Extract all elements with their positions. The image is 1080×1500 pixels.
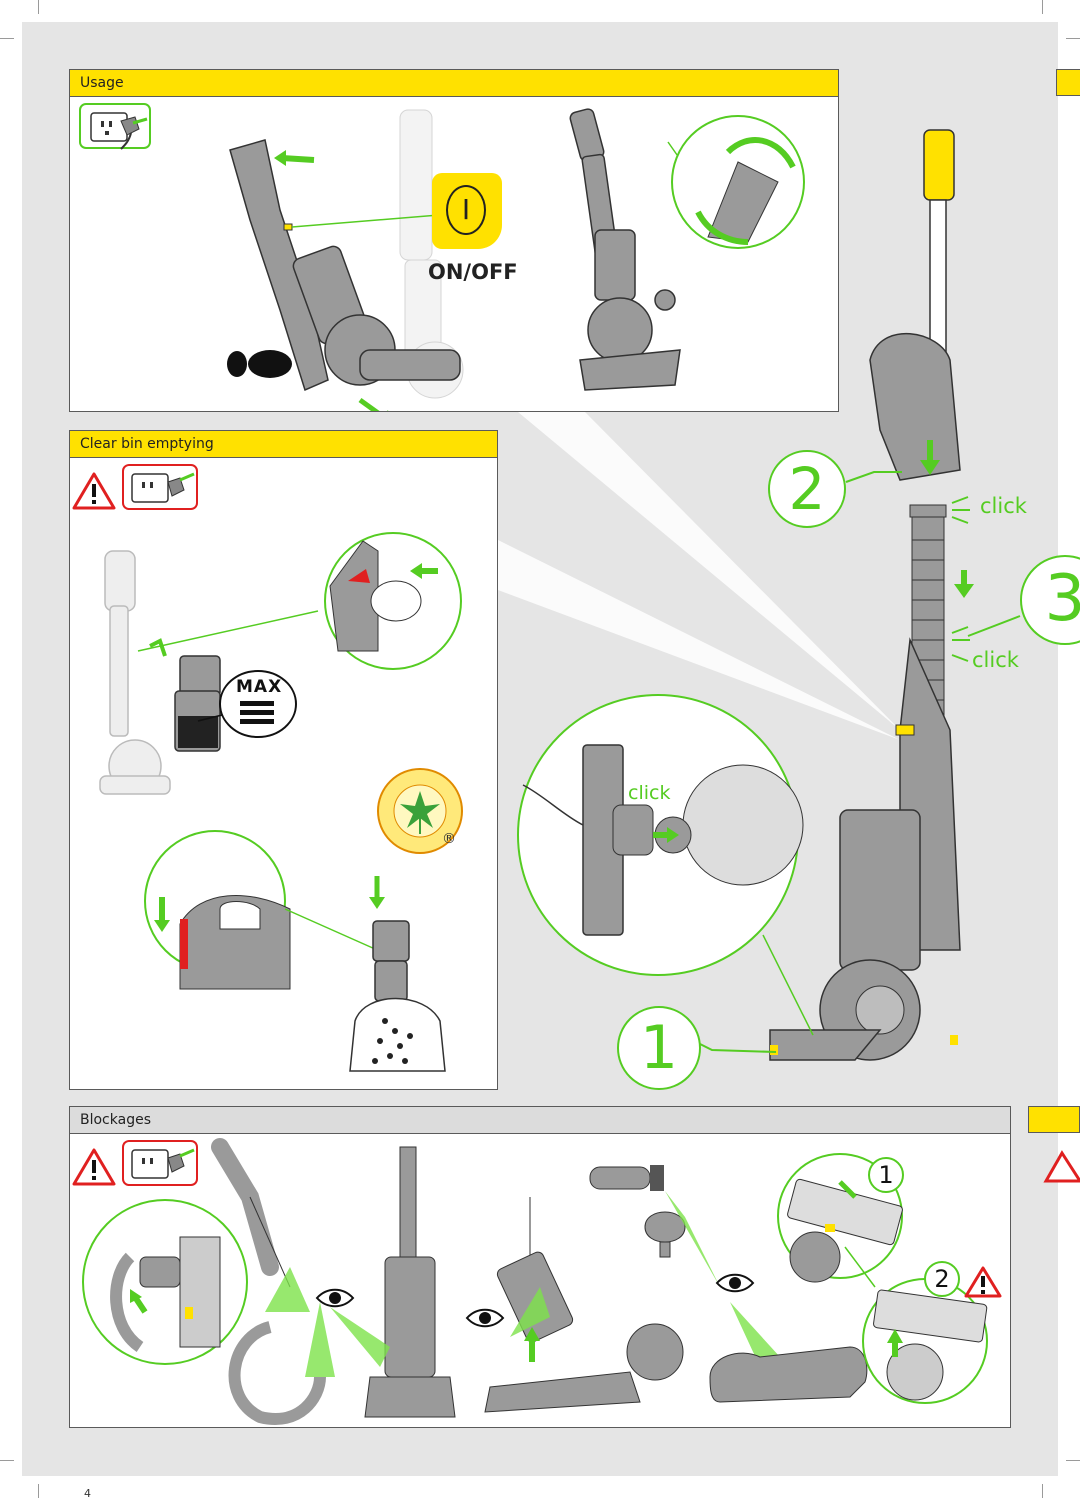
usage-header: Usage <box>70 70 838 97</box>
crop-mark <box>1066 1460 1080 1461</box>
crop-mark <box>1066 38 1080 39</box>
page-number: 4 <box>84 1487 91 1500</box>
blockages-title: Blockages <box>80 1112 151 1128</box>
cleaner-head-illustration <box>709 1302 868 1403</box>
bin-release-zoom <box>137 532 462 670</box>
bin-handle-zoom <box>144 830 376 990</box>
eye-icon <box>715 1273 755 1293</box>
warning-icon <box>72 472 116 510</box>
crop-mark <box>1042 0 1043 14</box>
wand-assembly-illustration <box>769 129 974 1061</box>
click-indicator-middle <box>951 626 970 662</box>
crop-mark <box>38 1484 39 1498</box>
bin-header: Clear bin emptying <box>70 431 497 458</box>
bin-title: Clear bin emptying <box>80 436 214 452</box>
vacuum-body-illustration <box>330 1146 456 1418</box>
warning-icon <box>72 1148 116 1186</box>
foot-icon <box>227 350 292 378</box>
hose-blockage-zoom <box>82 1199 248 1365</box>
crop-mark <box>0 38 14 39</box>
step-one-connector <box>699 1043 777 1053</box>
usage-panel: Usage <box>69 69 839 412</box>
plug-in-icon <box>79 103 151 150</box>
airway-blockage-illustration <box>484 1197 684 1413</box>
next-page-header-fragment <box>1028 1106 1080 1133</box>
blockages-header: Blockages <box>70 1107 1010 1134</box>
vacuum-recline-illustration <box>229 109 501 411</box>
brushbar-zoom-two <box>844 1246 988 1404</box>
click-label-tool: click <box>628 782 671 804</box>
usage-title: Usage <box>80 75 124 91</box>
vacuum-upright-illustration <box>569 108 681 391</box>
max-label: MAX <box>236 677 283 697</box>
tools-illustration <box>589 1165 720 1287</box>
handle-rotate-zoom <box>667 115 805 249</box>
click-label-middle: click <box>972 648 1019 672</box>
cleaner-head-zoom <box>517 694 814 1036</box>
click-indicator-top <box>951 496 970 524</box>
warning-icon <box>964 1266 1002 1298</box>
crop-mark <box>38 0 39 14</box>
registered-mark: ® <box>442 831 456 847</box>
unplug-icon <box>122 1140 198 1186</box>
wand-hose-illustration <box>211 1138 335 1425</box>
crop-mark <box>1042 1484 1043 1498</box>
click-label-top: click <box>980 494 1027 518</box>
vacuum-faded-illustration <box>99 550 171 795</box>
step-two-connector <box>845 471 902 483</box>
step-one-marker: 1 <box>617 1006 701 1090</box>
blockages-panel: Blockages <box>69 1106 1011 1428</box>
bin-panel: Clear bin emptying <box>69 430 498 1090</box>
bin-removed-illustration <box>149 638 221 752</box>
eye-icon <box>315 1288 355 1308</box>
step-three-connector <box>967 615 1021 637</box>
step-two-marker: 2 <box>768 450 846 528</box>
unplug-icon <box>122 464 198 510</box>
next-page-header-fragment <box>1056 69 1080 96</box>
warning-icon-fragment <box>1043 1150 1080 1183</box>
on-off-label: ON/OFF <box>428 260 518 284</box>
bin-emptying-illustration <box>349 876 446 1072</box>
blockage-step-one: 1 <box>868 1157 904 1193</box>
power-symbol: I <box>446 185 486 235</box>
blockage-step-two: 2 <box>924 1261 960 1297</box>
eye-icon <box>465 1308 505 1328</box>
allergy-seal-logo <box>377 768 463 854</box>
crop-mark <box>0 1460 14 1461</box>
power-switch: I <box>432 173 502 249</box>
max-level-indicator <box>197 670 297 738</box>
